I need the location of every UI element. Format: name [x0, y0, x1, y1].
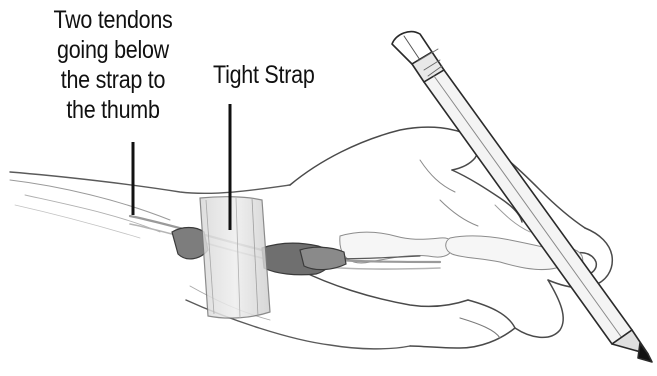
pencil-illustration — [392, 32, 652, 362]
tight-strap — [200, 197, 270, 318]
